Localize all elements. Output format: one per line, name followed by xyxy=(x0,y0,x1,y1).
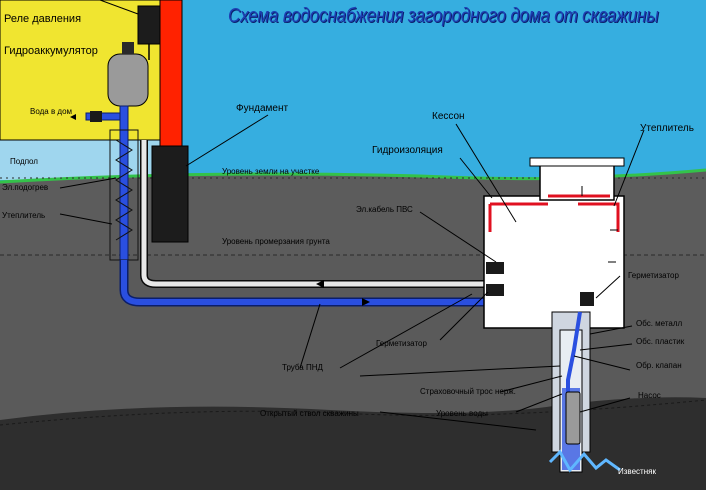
relay-box xyxy=(137,5,161,45)
house-valve xyxy=(90,111,102,122)
label-waterproofing: Гидроизоляция xyxy=(372,145,443,156)
label-sealant-top: Герметизатор xyxy=(628,271,679,280)
caisson-inlet-top xyxy=(486,262,504,274)
leader-lines xyxy=(59,114,645,431)
label-accumulator: Гидроаккумулятор xyxy=(4,45,98,57)
red-post xyxy=(159,0,183,147)
label-casing-plastic: Обс. пластик xyxy=(636,337,685,346)
label-ground-level: Уровень земли на участке xyxy=(222,167,320,176)
caisson-neck xyxy=(539,163,615,201)
relay-leader xyxy=(99,0,139,15)
label-casing-metal: Обс. металл xyxy=(636,319,683,328)
pipe-arrows xyxy=(70,114,370,306)
label-caisson: Кессон xyxy=(432,111,465,122)
label-safety-cable: Страховочный трос нерж. xyxy=(420,387,516,396)
heating-cable xyxy=(115,139,133,241)
accumulator-tank xyxy=(107,53,149,107)
well-pipe xyxy=(566,311,582,400)
label-insulation: Утеплитель xyxy=(640,123,694,134)
sleeve-pipe xyxy=(141,140,500,287)
caisson-sealant xyxy=(580,292,594,306)
accumulator-cap xyxy=(122,42,134,54)
foundation-block xyxy=(151,145,189,243)
label-insulation-left: Утеплитель xyxy=(2,211,46,220)
caisson-body xyxy=(483,195,625,329)
caisson-inlet-bottom xyxy=(486,284,504,296)
label-pnd-pipe: Труба ПНД xyxy=(282,363,323,372)
diagram-title: Схема водоснабжения загородного дома от … xyxy=(228,5,659,27)
house-outlet-pipe xyxy=(85,112,121,121)
limestone-flow xyxy=(548,449,621,473)
label-pressure-relay: Реле давления xyxy=(4,13,82,25)
label-basement: Подпол xyxy=(10,157,38,166)
supply-pipe xyxy=(121,260,585,322)
label-foundation: Фундамент xyxy=(236,103,289,114)
caisson-lid xyxy=(529,157,625,167)
label-pump: Насос xyxy=(638,391,661,400)
label-open-borehole: Открытый ствол скважины xyxy=(260,409,359,418)
deep-rock-layer xyxy=(0,397,706,490)
pump xyxy=(565,391,581,445)
label-sealant-bottom: Герметизатор xyxy=(376,339,427,348)
label-frost-level: Уровень промерзания грунта xyxy=(222,237,330,246)
label-check-valve: Обр. клапан xyxy=(636,361,682,370)
grass-line xyxy=(0,168,706,184)
label-pvs-cable: Эл.кабель ПВС xyxy=(356,205,413,214)
caisson-insulation-right xyxy=(578,202,620,232)
basement-area xyxy=(0,140,160,180)
label-el-heating: Эл.подогрев xyxy=(2,183,49,192)
label-water-level: Уровень воды xyxy=(436,409,488,418)
label-water-to-house: Вода в дом xyxy=(30,107,73,116)
label-limestone: Известняк xyxy=(618,467,656,476)
